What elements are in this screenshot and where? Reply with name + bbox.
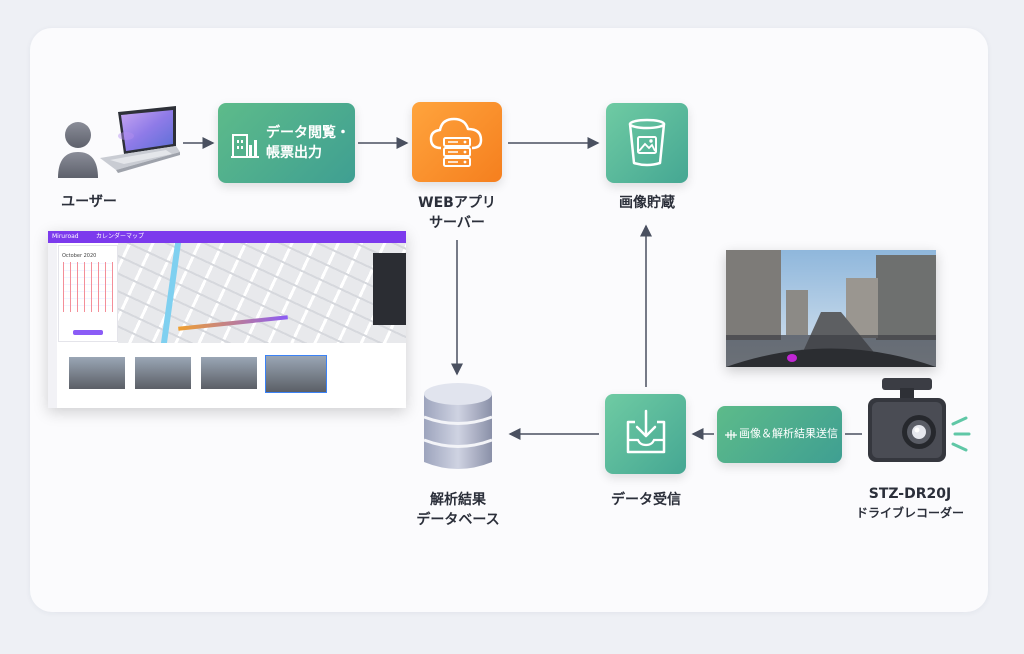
- dashcam-photo: [726, 250, 936, 367]
- building-chart-icon: [231, 134, 259, 158]
- user-label: ユーザー: [61, 194, 117, 210]
- send-label: 画像＆解析結果送信: [739, 427, 838, 440]
- laptop-icon: [100, 106, 180, 173]
- app-screenshot: Miruroad カレンダーマップ October 2020: [48, 231, 406, 408]
- image-storage-box: [606, 103, 688, 183]
- cloud-server-icon: [429, 117, 483, 167]
- app-header-bar: Miruroad カレンダーマップ: [48, 231, 406, 243]
- app-calendar-month: October 2020: [62, 253, 97, 259]
- data-receive-box: [605, 394, 686, 474]
- device-model-label: STZ-DR20J: [868, 486, 952, 502]
- image-storage-label: 画像貯蔵: [619, 195, 675, 211]
- app-nav: カレンダーマップ: [96, 233, 145, 240]
- app-map-popup: [373, 253, 406, 325]
- database-icon: [423, 383, 493, 469]
- app-thumbnails: [58, 347, 406, 408]
- street-view-image: [726, 250, 936, 367]
- send-box: 画像＆解析結果送信: [717, 406, 842, 463]
- user-icon: [58, 122, 98, 178]
- app-calendar: October 2020: [58, 245, 118, 342]
- analysis-db-label: 解析結果 データベース: [416, 492, 500, 528]
- device-name-label: ドライブレコーダー: [855, 506, 964, 520]
- data-view-label: データ閲覧・ 帳票出力: [266, 125, 350, 161]
- download-tray-icon: [626, 409, 666, 454]
- signal-wave-icon: [725, 430, 737, 440]
- app-sidebar: [48, 243, 57, 408]
- web-server-label: WEBアプリ サーバー: [418, 195, 496, 231]
- app-logo: Miruroad: [52, 233, 79, 240]
- data-receive-label: データ受信: [611, 492, 681, 508]
- data-view-box: データ閲覧・ 帳票出力: [218, 103, 355, 183]
- web-server-box: [412, 102, 502, 182]
- dashcam-device-icon: [868, 378, 971, 462]
- app-map: [118, 243, 406, 343]
- bucket-image-icon: [628, 118, 666, 167]
